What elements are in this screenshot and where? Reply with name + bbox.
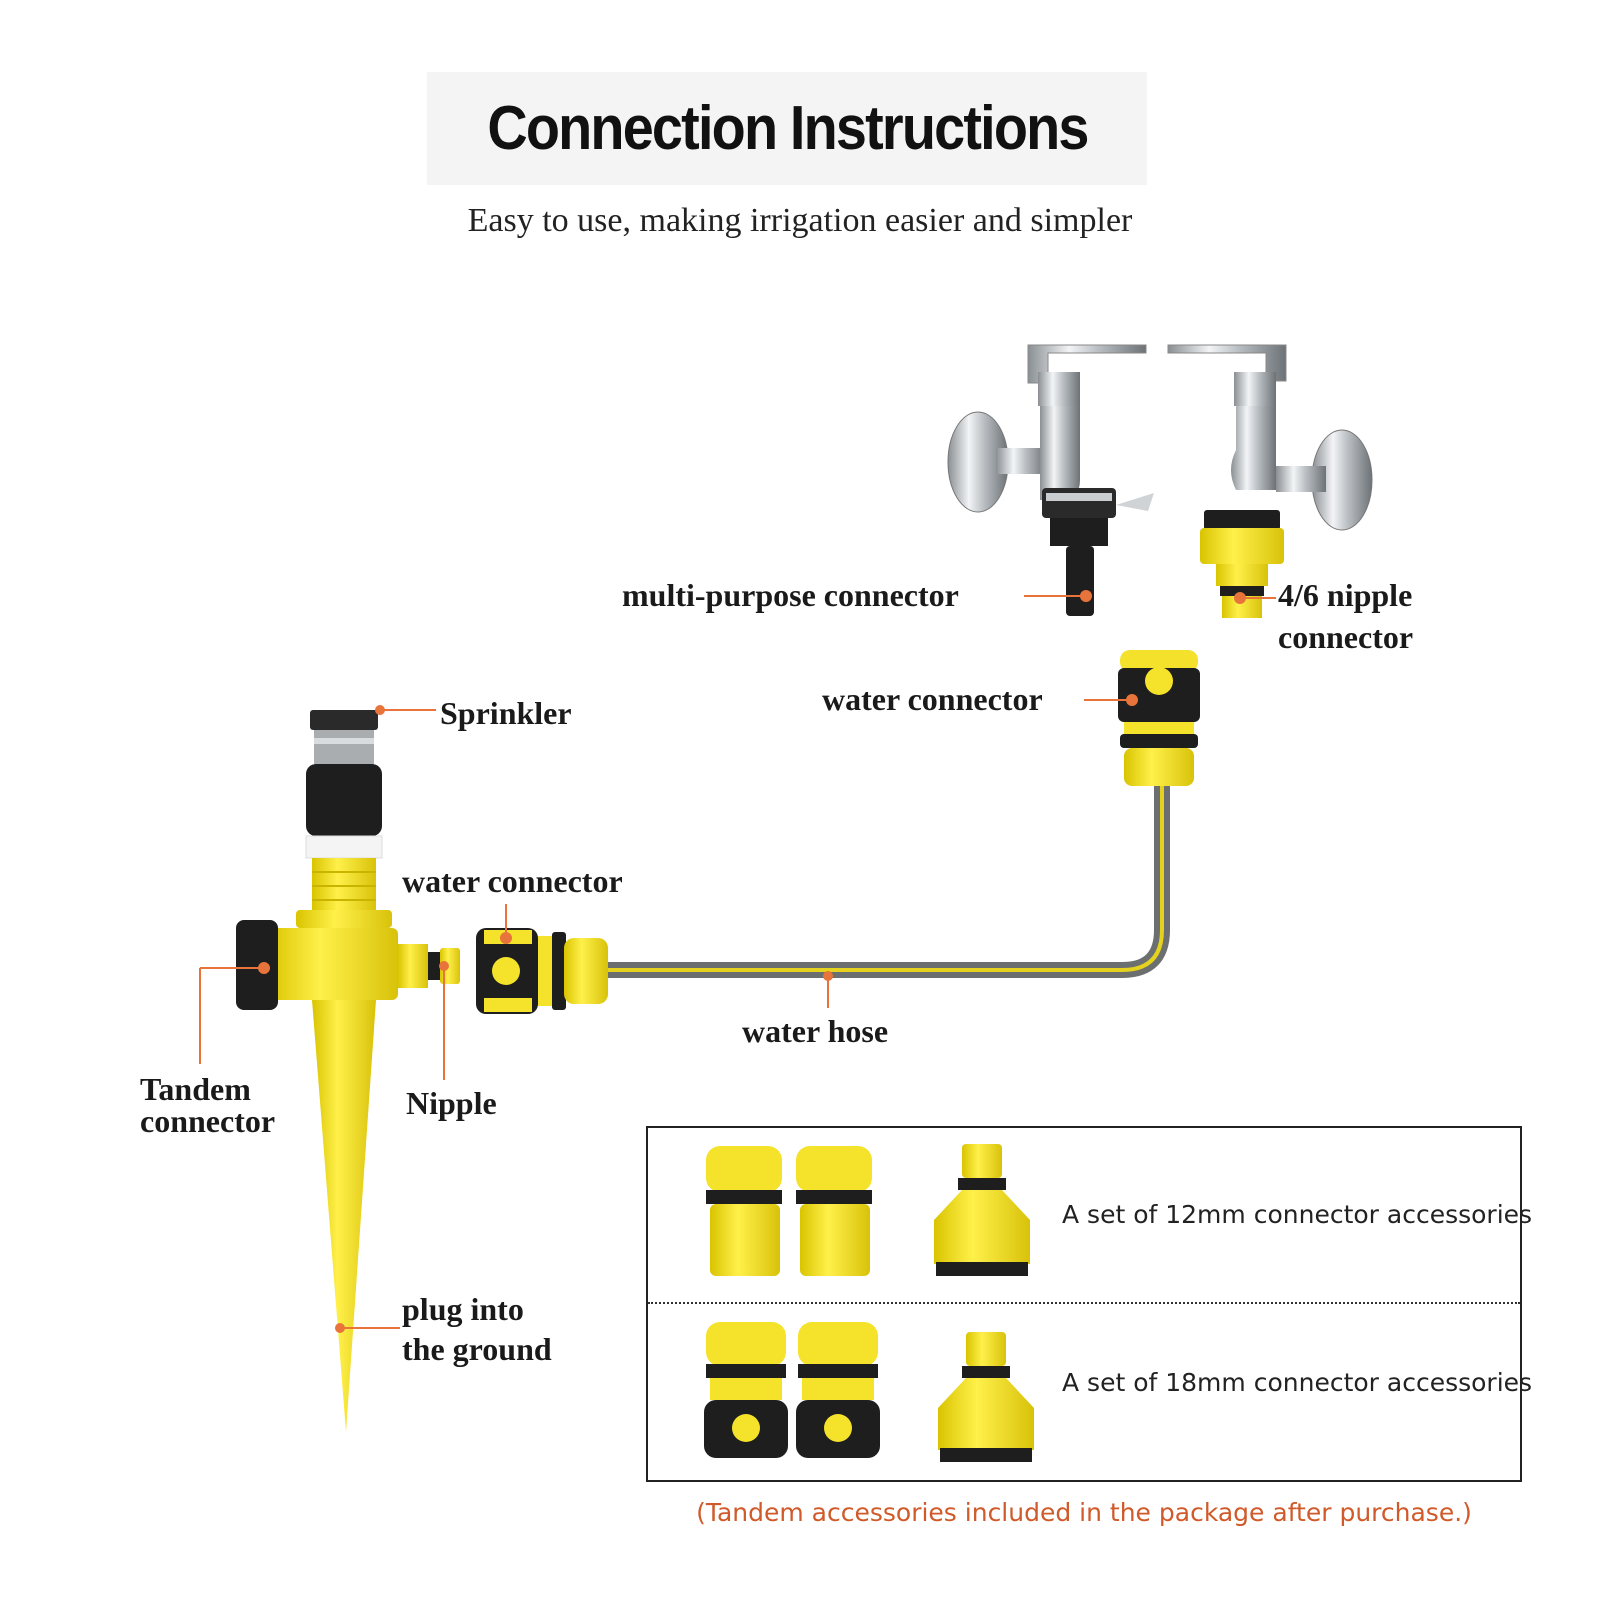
label-nipple: Nipple <box>406 1085 497 1121</box>
nipple-connector-icon <box>1200 510 1284 618</box>
label-sprinkler: Sprinkler <box>440 695 572 731</box>
water-connector-mid-icon <box>476 928 608 1014</box>
faucet-right-icon <box>1167 344 1373 531</box>
label-water-hose: water hose <box>742 1013 889 1049</box>
accessory-12mm-connectors-icon <box>706 1146 872 1276</box>
page-subtitle: Easy to use, making irrigation easier an… <box>467 202 1133 239</box>
label-water-connector-mid: water connector <box>402 863 623 899</box>
accessory-18mm-connectors-icon <box>704 1322 880 1458</box>
accessory-set-12mm-label: A set of 12mm connector accessories <box>1062 1200 1533 1229</box>
water-connector-top-icon <box>1118 650 1200 786</box>
accessory-18mm-tap-adapter-icon <box>938 1332 1034 1462</box>
label-water-connector-top: water connector <box>822 681 1043 717</box>
label-4-6-nipple-connector-line1: 4/6 nipple <box>1278 577 1413 613</box>
label-tandem-connector-line1: Tandem <box>140 1071 251 1107</box>
label-4-6-nipple-connector-line2: connector <box>1278 619 1414 655</box>
accessories-panel: A set of 12mm connector accessories A se… <box>646 1126 1532 1482</box>
accessories-divider <box>648 1302 1520 1304</box>
accessory-set-18mm-label: A set of 18mm connector accessories <box>1062 1368 1533 1397</box>
accessory-12mm-tap-adapter-icon <box>934 1144 1030 1276</box>
label-plug-into-ground-line1: plug into <box>402 1291 524 1327</box>
label-tandem-connector-line2: connector <box>140 1103 276 1139</box>
faucet-left-icon <box>947 344 1147 513</box>
label-multi-purpose-connector: multi-purpose connector <box>622 577 959 613</box>
label-plug-into-ground-line2: the ground <box>402 1331 552 1367</box>
page-title: Connection Instructions <box>486 94 1089 163</box>
accessories-footnote: (Tandem accessories included in the pack… <box>696 1498 1472 1527</box>
leader-lines <box>199 590 1276 1333</box>
water-hose-icon <box>606 786 1170 978</box>
title-banner: Connection Instructions <box>427 72 1147 185</box>
sprinkler-spike-icon <box>236 710 460 1432</box>
